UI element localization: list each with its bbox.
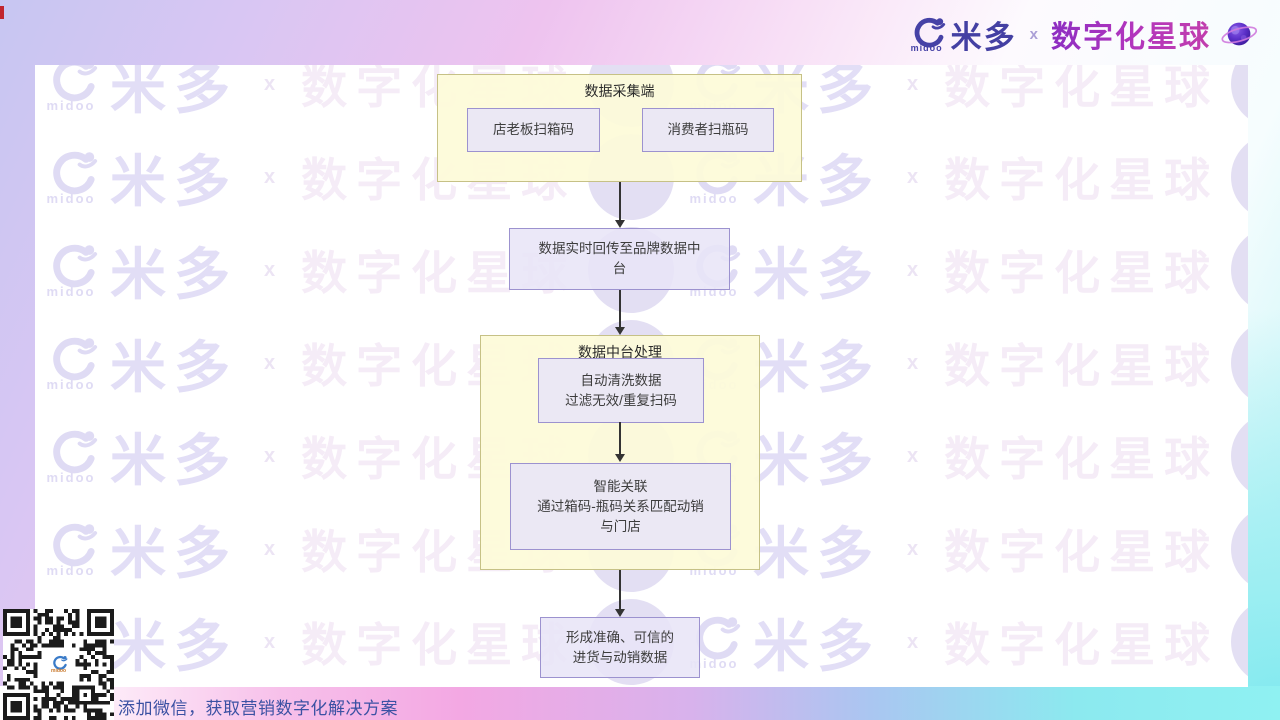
arrow-2-line xyxy=(619,290,621,328)
node-consumer-scan: 消费者扫瓶码 xyxy=(642,108,774,152)
midoo-cn-name: 米多 xyxy=(950,19,1017,55)
flowchart: 数据采集端 店老板扫箱码 消费者扫瓶码 数据实时回传至品牌数据中 台 数据中台处… xyxy=(35,65,1248,687)
footer-caption: 添加微信，获取营销数字化解决方案 xyxy=(118,699,398,718)
arrow-3-line xyxy=(619,422,621,455)
midoo-swoosh-icon xyxy=(52,655,68,670)
arrow-4-line xyxy=(619,570,621,610)
bottom-gradient-band xyxy=(0,686,1280,720)
slide-canvas: midoo米多x数字化星球midoo米多x数字化星球midoo米多x数字化星球m… xyxy=(35,65,1248,687)
midoo-wordmark: midoo xyxy=(910,42,943,53)
arrow-4-head xyxy=(615,609,625,617)
processing-group-title: 数据中台处理 xyxy=(578,344,662,360)
node-shopkeeper-scan: 店老板扫箱码 xyxy=(467,108,600,152)
node-result-data: 形成准确、可信的 进货与动销数据 xyxy=(540,617,700,678)
arrow-2-head xyxy=(615,327,625,335)
collection-group-title: 数据采集端 xyxy=(584,83,655,99)
arrow-1-head xyxy=(615,220,625,228)
midoo-swoosh-icon: midoo xyxy=(907,16,947,53)
midoo-logo: midoo 米多 xyxy=(907,12,1017,57)
arrow-1-line xyxy=(619,182,621,221)
node-auto-clean: 自动清洗数据 过滤无效/重复扫码 xyxy=(538,358,704,423)
planet-icon xyxy=(1221,22,1258,46)
digital-planet-name: 数字化星球 xyxy=(1051,12,1211,56)
wechat-qr-code: midoo xyxy=(3,609,114,720)
node-data-transfer: 数据实时回传至品牌数据中 台 xyxy=(509,228,730,290)
collection-group-box: 数据采集端 店老板扫箱码 消费者扫瓶码 xyxy=(437,74,802,182)
brand-separator: x xyxy=(1029,25,1038,43)
node-smart-match: 智能关联 通过箱码-瓶码关系匹配动销 与门店 xyxy=(510,463,731,550)
arrow-3-head xyxy=(615,454,625,462)
qr-logo-label: midoo xyxy=(51,668,66,674)
qr-center-logo: midoo xyxy=(42,648,75,681)
brand-lockup: midoo 米多 x 数字化星球 xyxy=(907,11,1258,57)
red-edge-mark xyxy=(0,6,4,19)
